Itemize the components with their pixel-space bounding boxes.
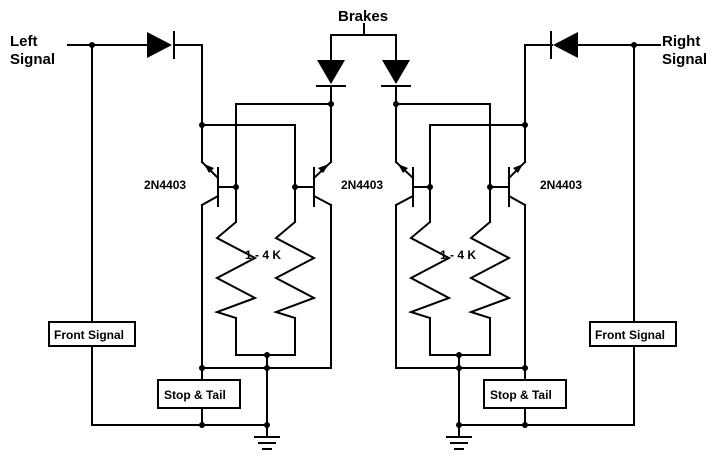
ground-right-icon xyxy=(446,436,472,450)
transistors xyxy=(200,160,527,207)
right-res-bottom xyxy=(429,317,491,356)
left-signal-diode xyxy=(147,32,172,58)
resistor-right-2 xyxy=(467,220,512,320)
right-q1-collector xyxy=(395,204,526,369)
transistor-right-q4 xyxy=(489,160,527,207)
resistor-left-2 xyxy=(272,220,317,320)
stop-tail-right-label: Stop & Tail xyxy=(490,388,552,402)
stop-tail-left-label: Stop & Tail xyxy=(164,388,226,402)
resistor-label-right: 1 - 4 K xyxy=(440,248,476,262)
front-signal-right-box xyxy=(589,321,677,347)
transistor-left-q2 xyxy=(294,160,333,207)
left-diode-out-wire xyxy=(174,44,203,163)
right-front-signal-return xyxy=(458,343,635,426)
transistor-label-right-outer: 2N4403 xyxy=(540,178,582,192)
transistor-label-left-inner: 2N4403 xyxy=(341,178,383,192)
stop-tail-left-box xyxy=(157,379,241,409)
left-q1-collector xyxy=(201,204,332,369)
right-signal-diode xyxy=(553,32,578,58)
brakes-wire xyxy=(330,23,365,61)
transistor-right-q3 xyxy=(394,160,431,207)
left-brake-diode xyxy=(317,60,345,84)
ground-left-icon xyxy=(254,436,280,450)
front-signal-left-box xyxy=(48,321,136,347)
right-top-bus xyxy=(429,124,526,188)
left-signal-label-1: Left xyxy=(10,33,38,50)
front-signal-left-label: Front Signal xyxy=(54,328,124,342)
right-brake-diode xyxy=(382,60,410,84)
brakes-wire-right xyxy=(363,34,397,61)
labels: Brakes Left Signal Right Signal 2N4403 2… xyxy=(10,8,707,402)
junction-dots xyxy=(89,42,637,428)
right-signal-label-2: Signal xyxy=(662,51,707,68)
resistor-left-1 xyxy=(213,220,258,320)
right-diode-out-wire xyxy=(524,44,553,163)
transistor-left-q1 xyxy=(200,160,237,207)
resistor-right-1 xyxy=(407,220,452,320)
right-inner-rail xyxy=(395,103,491,188)
resistors xyxy=(213,220,512,320)
wires xyxy=(67,23,661,438)
left-top-bus xyxy=(201,124,296,188)
left-inner-rail xyxy=(235,103,332,188)
transistor-label-left-outer: 2N4403 xyxy=(144,178,186,192)
left-front-signal-return xyxy=(91,343,268,426)
right-signal-label-1: Right xyxy=(662,33,700,50)
left-signal-label-2: Signal xyxy=(10,51,55,68)
brakes-label: Brakes xyxy=(338,8,388,25)
front-signal-right-label: Front Signal xyxy=(595,328,665,342)
left-res-bottom xyxy=(235,317,296,356)
resistor-label-left: 1 - 4 K xyxy=(245,248,281,262)
stop-tail-right-box xyxy=(483,379,567,409)
diodes xyxy=(147,31,578,87)
